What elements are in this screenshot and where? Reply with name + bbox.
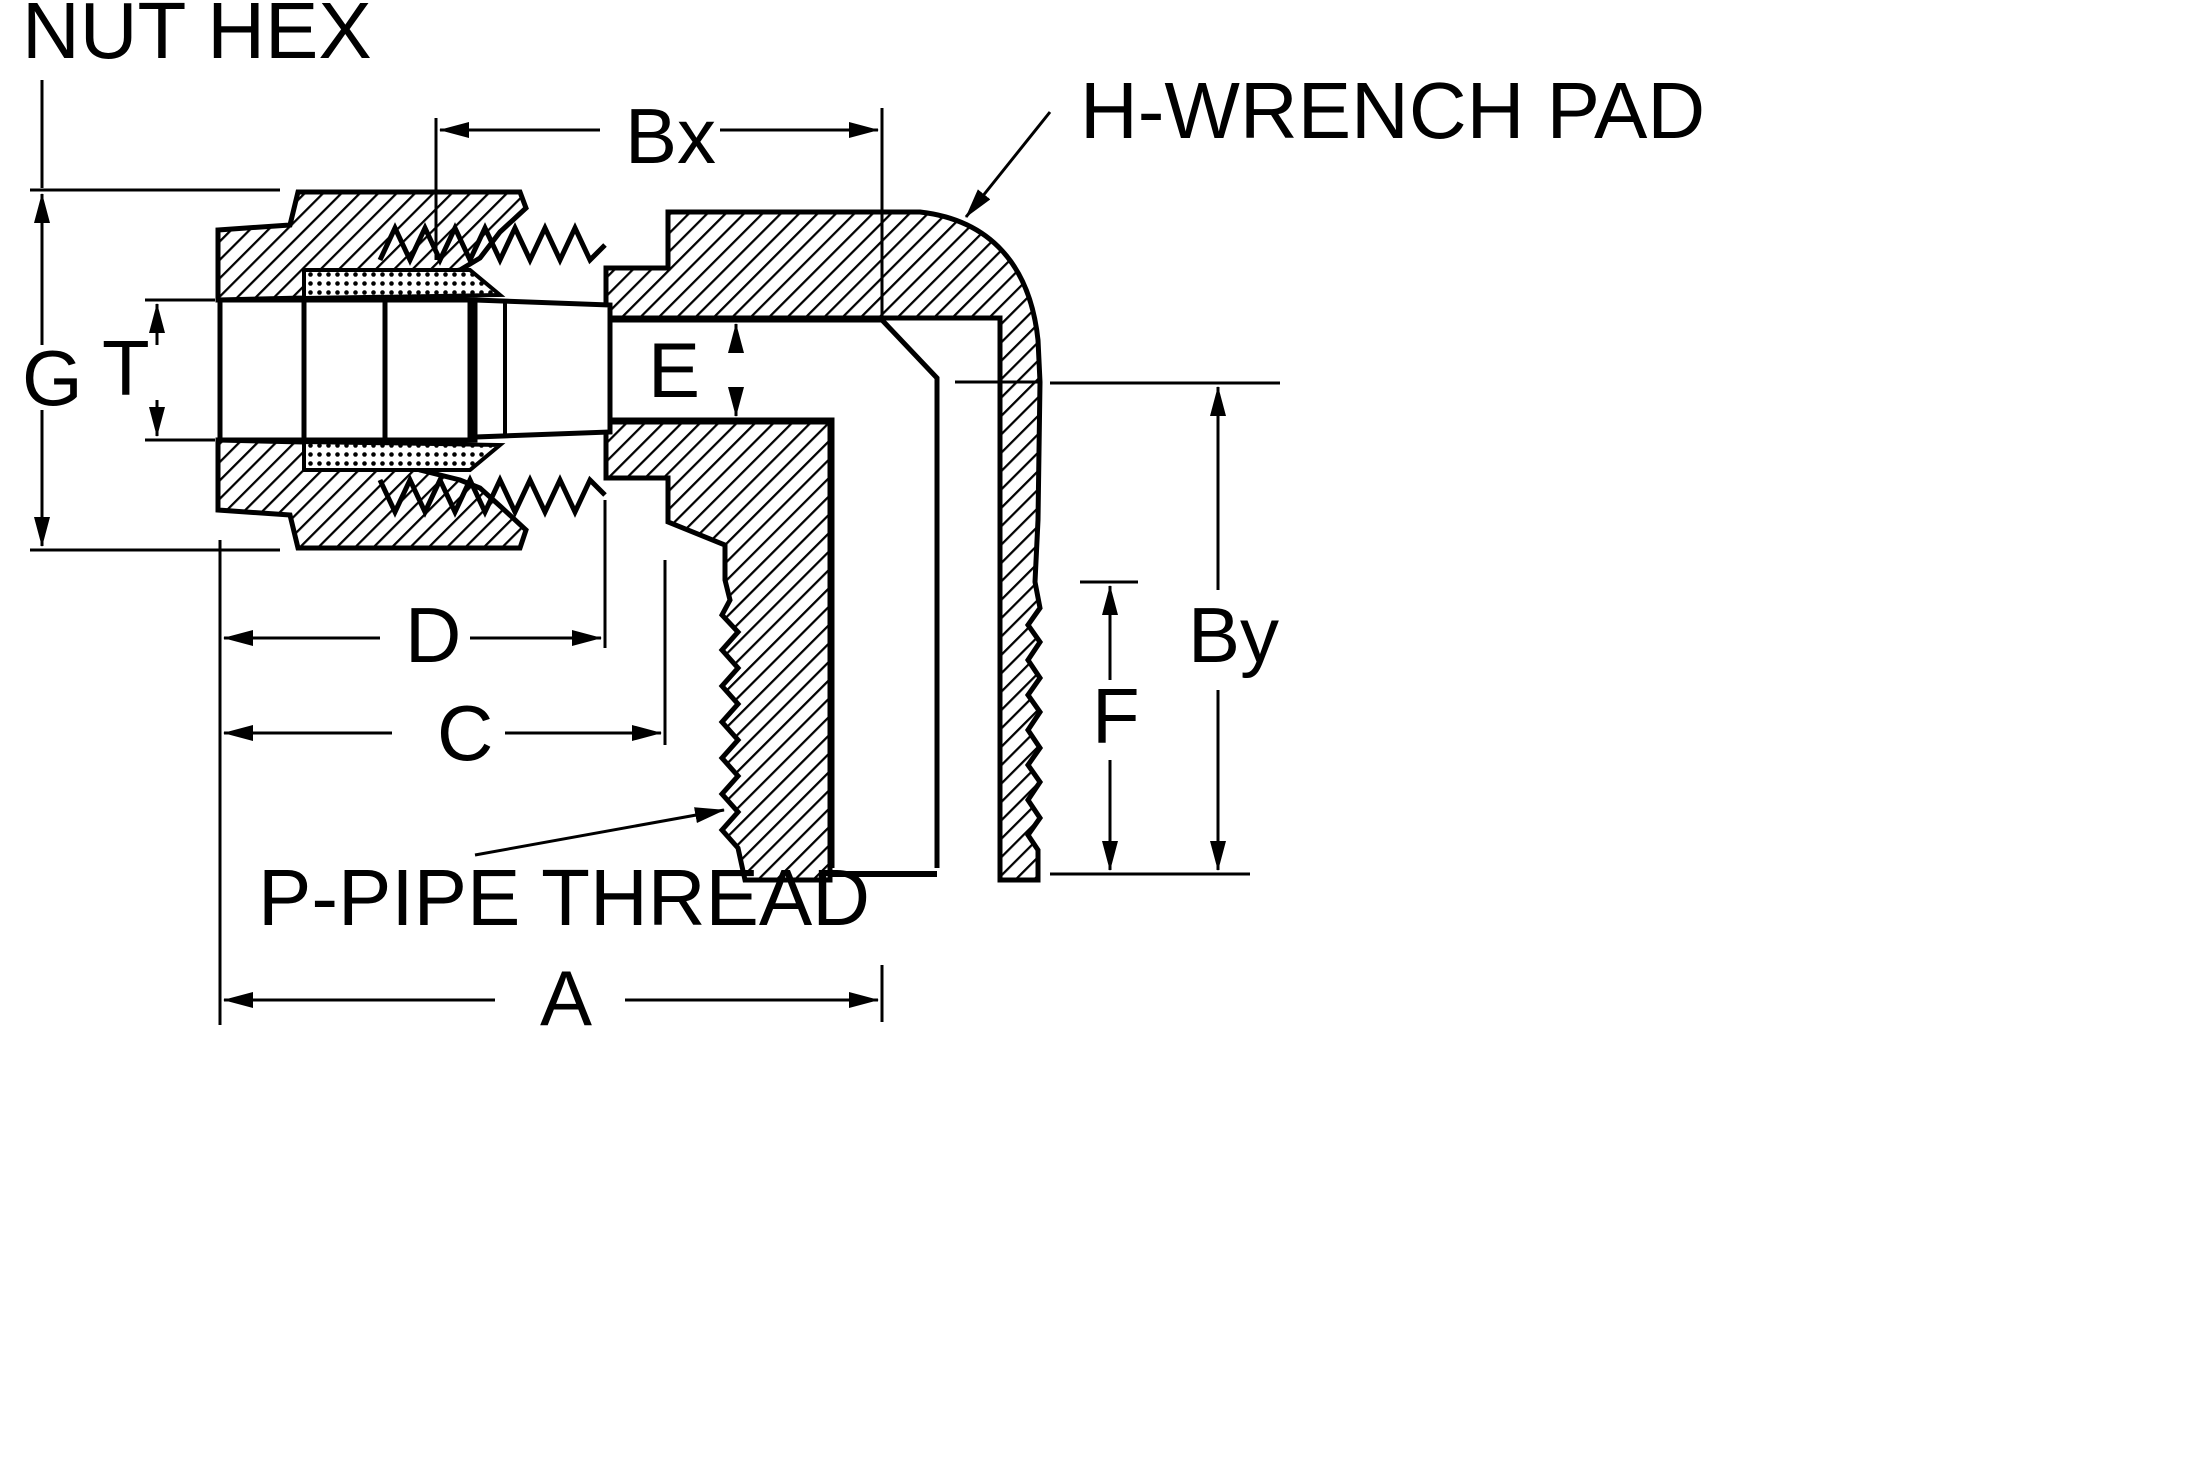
nut-hex-label: NUT HEX xyxy=(22,0,372,75)
dim-c-label: C xyxy=(437,689,493,777)
dimension-lines xyxy=(30,80,1280,1025)
elbow-bore-edges xyxy=(612,317,940,868)
elbow-body xyxy=(467,209,1044,883)
elbow-bore xyxy=(610,322,935,866)
dim-bx-label: Bx xyxy=(625,92,716,180)
elbow-body-section xyxy=(603,209,1044,883)
wrench-pad-division xyxy=(880,215,1040,384)
dim-d-label: D xyxy=(405,591,461,679)
elbow-lower-arm-section xyxy=(603,419,833,883)
dim-f-label: F xyxy=(1092,672,1140,760)
dim-e-label: E xyxy=(648,326,700,414)
tube xyxy=(217,297,478,443)
dim-a-label: A xyxy=(540,954,592,1042)
dim-g-label: G xyxy=(22,334,83,422)
nut-thread-upper xyxy=(377,222,607,266)
wrench-pad-label: H-WRENCH PAD xyxy=(1080,66,1705,155)
dim-t-label: T xyxy=(102,324,150,412)
ferrules xyxy=(302,268,506,472)
pipe-thread-label: P-PIPE THREAD xyxy=(258,853,870,942)
nut-thread-lower xyxy=(377,474,607,518)
dim-by-label: By xyxy=(1188,591,1279,679)
